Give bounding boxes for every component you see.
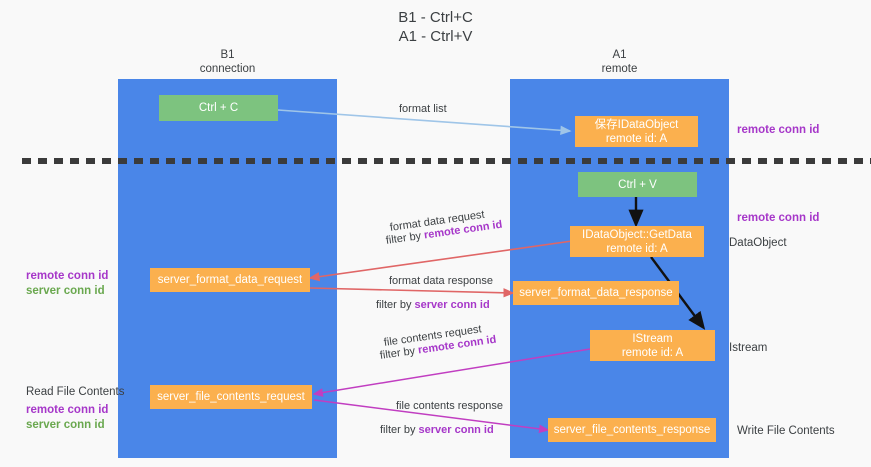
node-idataobject-getdata-line2: remote id: A: [606, 242, 668, 255]
edge-label-format-list: format list: [399, 102, 447, 116]
node-server-file-contents-request[interactable]: server_file_contents_request: [150, 385, 312, 409]
node-idataobject-getdata-line1: IDataObject::GetData: [582, 228, 692, 241]
annotation-read-file-contents: Read File Contents: [26, 386, 125, 398]
edge-label-format-data-response: format data response: [389, 274, 493, 288]
annotation-left-server-conn-id-bottom: server conn id: [26, 419, 105, 431]
annotation-left-remote-conn-id-mid: remote conn id: [26, 270, 109, 282]
edge-label-file-contents-request-filter-prefix: filter by: [379, 344, 419, 362]
edge-label-format-list-text: format list: [399, 103, 447, 115]
node-server-file-contents-response-label: server_file_contents_response: [553, 424, 711, 436]
node-server-format-data-request-label: server_format_data_request: [157, 274, 303, 286]
column-header-b1: B1 connection: [118, 48, 337, 76]
node-server-file-contents-response[interactable]: server_file_contents_response: [548, 418, 716, 442]
column-header-b1-name: B1: [220, 49, 235, 61]
diagram-title-line2: A1 - Ctrl+V: [398, 28, 473, 45]
node-ctrl-c-label: Ctrl + C: [198, 102, 239, 114]
diagram-title-line1: B1 - Ctrl+C: [398, 9, 473, 26]
edge-label-format-data-response-filter-key: server conn id: [414, 299, 490, 311]
node-save-idataobject-line2: remote id: A: [605, 132, 668, 145]
annotation-remote-conn-id-mid: remote conn id: [737, 212, 820, 224]
edge-label-format-data-response-filter-prefix: filter by: [376, 299, 415, 311]
column-header-a1-name: A1: [612, 49, 627, 61]
edge-format-data-response: [309, 287, 515, 298]
node-server-format-data-request[interactable]: server_format_data_request: [150, 268, 310, 292]
annotation-left-remote-conn-id-bottom: remote conn id: [26, 404, 109, 416]
node-ctrl-c[interactable]: Ctrl + C: [159, 95, 278, 121]
node-server-format-data-response-label: server_format_data_response: [519, 287, 673, 299]
annotation-left-server-conn-id-mid: server conn id: [26, 285, 105, 297]
node-save-idataobject-line1: 保存IDataObject: [594, 118, 679, 131]
edge-label-file-contents-response-filter-prefix: filter by: [380, 424, 419, 436]
node-server-file-contents-request-label: server_file_contents_request: [157, 391, 305, 403]
annotation-remote-conn-id-top: remote conn id: [737, 124, 820, 136]
edge-label-format-data-response-filter: filter by server conn id: [376, 298, 490, 312]
edge-label-file-contents-response: file contents response: [396, 399, 503, 413]
node-save-idataobject[interactable]: 保存IDataObject remote id: A: [575, 116, 698, 147]
node-server-format-data-response[interactable]: server_format_data_response: [513, 281, 679, 305]
node-ctrl-v-label: Ctrl + V: [618, 178, 657, 191]
annotation-istream: Istream: [729, 342, 768, 354]
column-header-a1: A1 remote: [510, 48, 729, 76]
node-istream-line1: IStream: [632, 332, 673, 345]
edge-label-file-contents-response-filter: filter by server conn id: [380, 423, 494, 437]
column-header-a1-sub: remote: [601, 63, 638, 75]
column-header-b1-sub: connection: [199, 63, 256, 75]
node-istream-line2: remote id: A: [621, 346, 684, 359]
edge-label-file-contents-response-filter-key: server conn id: [418, 424, 494, 436]
node-istream[interactable]: IStream remote id: A: [590, 330, 715, 361]
annotation-write-file-contents: Write File Contents: [737, 425, 835, 437]
node-ctrl-v[interactable]: Ctrl + V: [578, 172, 697, 197]
node-idataobject-getdata[interactable]: IDataObject::GetData remote id: A: [570, 226, 704, 257]
edge-label-format-data-request-filter-prefix: filter by: [385, 229, 425, 247]
edge-label-format-data-response-text: format data response: [389, 275, 493, 287]
diagram-title: B1 - Ctrl+C A1 - Ctrl+V: [0, 8, 871, 46]
edge-label-file-contents-response-text: file contents response: [396, 400, 504, 412]
annotation-dataobject: DataObject: [729, 237, 787, 249]
